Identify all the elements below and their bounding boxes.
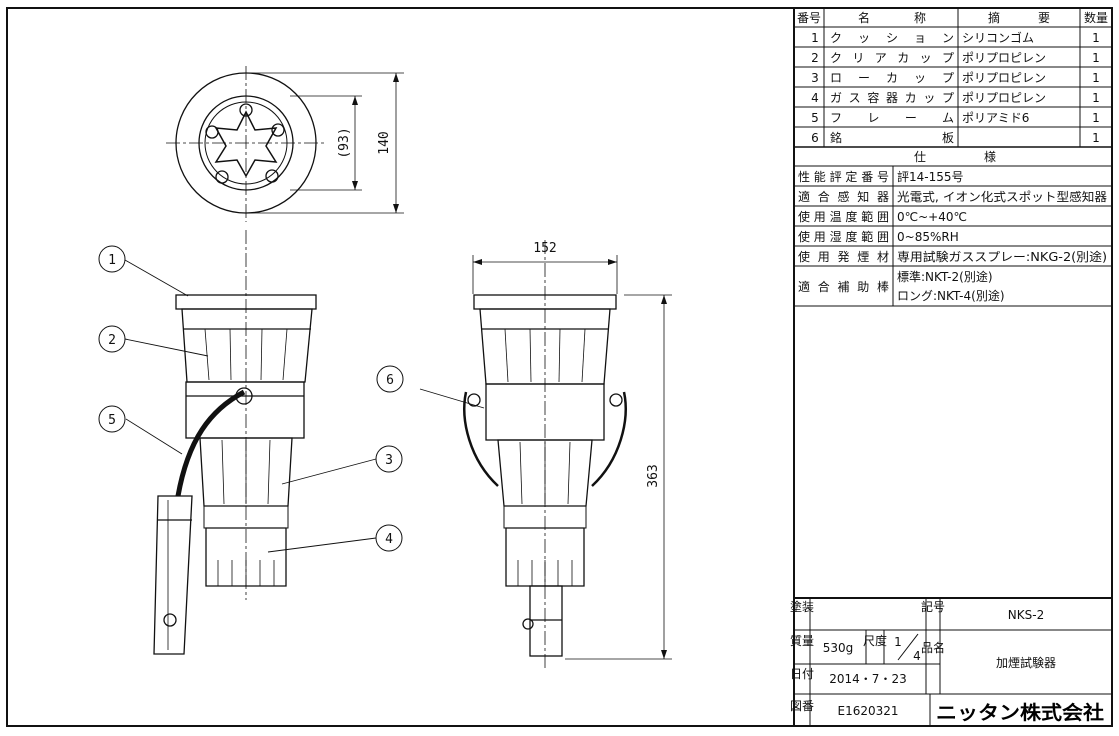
part-name: クッション <box>830 31 954 45</box>
front-view <box>419 240 672 668</box>
date-value: 2014・7・23 <box>829 672 906 686</box>
spec-value: 評14-155号 <box>897 169 964 184</box>
spec-value: 0~85%RH <box>897 230 959 244</box>
spec-hdr-b: 様 <box>984 150 996 164</box>
hdr-summary-a: 摘 <box>988 10 1000 25</box>
hole <box>265 169 279 183</box>
balloon-6 <box>376 365 404 393</box>
dim-152-label: 152 <box>533 241 556 256</box>
hdr-qty: 数量 <box>1084 10 1108 25</box>
part-material: ポリプロピレン <box>962 51 1046 65</box>
drawing-value: E1620321 <box>837 704 898 718</box>
balloon-5 <box>98 405 126 433</box>
hole <box>205 125 219 139</box>
gas-cup <box>505 527 585 587</box>
balloon-4-label: 4 <box>385 532 393 547</box>
hdr-name-b: 称 <box>914 11 926 25</box>
frame-pivot <box>235 387 253 405</box>
balloon-2 <box>98 325 126 353</box>
mass-value: 530g <box>823 641 854 655</box>
part-qty: 1 <box>1092 111 1100 125</box>
dim-93-label: (93) <box>337 127 352 158</box>
dim-363-label: 363 <box>646 464 661 487</box>
handle-end <box>529 585 563 657</box>
balloon-4 <box>375 524 403 552</box>
balloon-2-label: 2 <box>108 333 116 348</box>
handle-button <box>163 613 177 627</box>
hdr-num: 番号 <box>797 11 821 25</box>
part-material: シリコンゴム <box>962 30 1034 45</box>
title-block: 塗装 記号 NKS-2 質量 530g 尺度 1 4 品名 加煙試験器 日付 2… <box>790 599 1104 724</box>
symbol-value: NKS-2 <box>1008 608 1044 622</box>
balloon-1 <box>98 245 126 273</box>
part-material: ポリプロピレン <box>962 71 1046 85</box>
spec-hdr-a: 仕 <box>914 150 926 164</box>
part-num: 2 <box>811 51 819 65</box>
side-view <box>124 230 377 655</box>
frame-arm <box>175 389 246 497</box>
part-material: ポリプロピレン <box>962 91 1046 105</box>
dim-140-label: 140 <box>377 131 392 154</box>
scale-num: 1 <box>894 635 902 649</box>
top-view <box>166 66 404 222</box>
spec-label: 使用発煙材 <box>798 249 889 264</box>
frame-right <box>591 391 627 487</box>
spec-label: 使用湿度範囲 <box>798 229 889 244</box>
balloon-6-label: 6 <box>386 373 394 388</box>
aux-rod-label: 適合補助棒 <box>798 279 889 294</box>
part-name: ガス容器カップ <box>830 90 954 105</box>
balloon-5-label: 5 <box>108 413 116 428</box>
scale-label: 尺度 <box>863 633 887 648</box>
part-qty: 1 <box>1092 131 1100 145</box>
spec-label: 使用温度範囲 <box>798 209 889 224</box>
spec-value: 0℃~+40℃ <box>897 210 967 224</box>
part-num: 3 <box>811 71 819 85</box>
part-num: 5 <box>811 111 819 125</box>
scale-den: 4 <box>913 649 921 663</box>
part-qty: 1 <box>1092 31 1100 45</box>
hdr-summary-b: 要 <box>1038 11 1050 25</box>
clear-cup <box>181 308 313 383</box>
symbol-label: 記号 <box>921 599 945 614</box>
frame-left <box>463 391 499 487</box>
hdr-name-a: 名 <box>858 10 870 25</box>
part-name: 銘板 <box>830 130 954 145</box>
balloon-1-label: 1 <box>108 253 116 268</box>
spec-rows: 性能評定番号 評14-155号 適合感知器 光電式, イオン化式スポット型感知器… <box>798 169 1107 303</box>
part-material: ポリアミド6 <box>962 111 1029 125</box>
spec-label: 適合感知器 <box>798 189 889 204</box>
balloons <box>98 245 404 552</box>
parts-table <box>793 7 1113 727</box>
spec-value: 専用試験ガススプレー:NKG-2(別途) <box>897 249 1107 264</box>
part-name: ローカップ <box>830 71 954 85</box>
balloon-3 <box>375 445 403 473</box>
drawing-label: 図番 <box>790 699 814 713</box>
aux-rod-value-2: ロング:NKT-4(別途) <box>897 288 1005 303</box>
aux-rod-value-1: 標準:NKT-2(別途) <box>897 269 993 284</box>
product-value: 加煙試験器 <box>996 655 1056 670</box>
part-qty: 1 <box>1092 91 1100 105</box>
spec-label: 性能評定番号 <box>798 169 889 184</box>
gas-cup <box>205 527 287 587</box>
part-qty: 1 <box>1092 51 1100 65</box>
part-num: 6 <box>811 131 819 145</box>
part-num: 4 <box>811 91 819 105</box>
part-qty: 1 <box>1092 71 1100 85</box>
balloon-3-label: 3 <box>385 453 393 468</box>
mass-label: 質量 <box>790 633 814 648</box>
coating-label: 塗装 <box>790 599 814 614</box>
company-logo: ニッタン株式会社 <box>936 701 1104 724</box>
part-name: フレーム <box>830 111 954 125</box>
frame-handle <box>153 495 193 655</box>
top-arrows <box>352 73 399 213</box>
part-name: クリアカップ <box>830 51 954 65</box>
spec-value: 光電式, イオン化式スポット型感知器 <box>897 189 1107 204</box>
part-num: 1 <box>811 31 819 45</box>
product-label: 品名 <box>921 640 945 655</box>
hole <box>271 123 285 137</box>
date-label: 日付 <box>790 667 814 681</box>
hole <box>215 170 229 184</box>
